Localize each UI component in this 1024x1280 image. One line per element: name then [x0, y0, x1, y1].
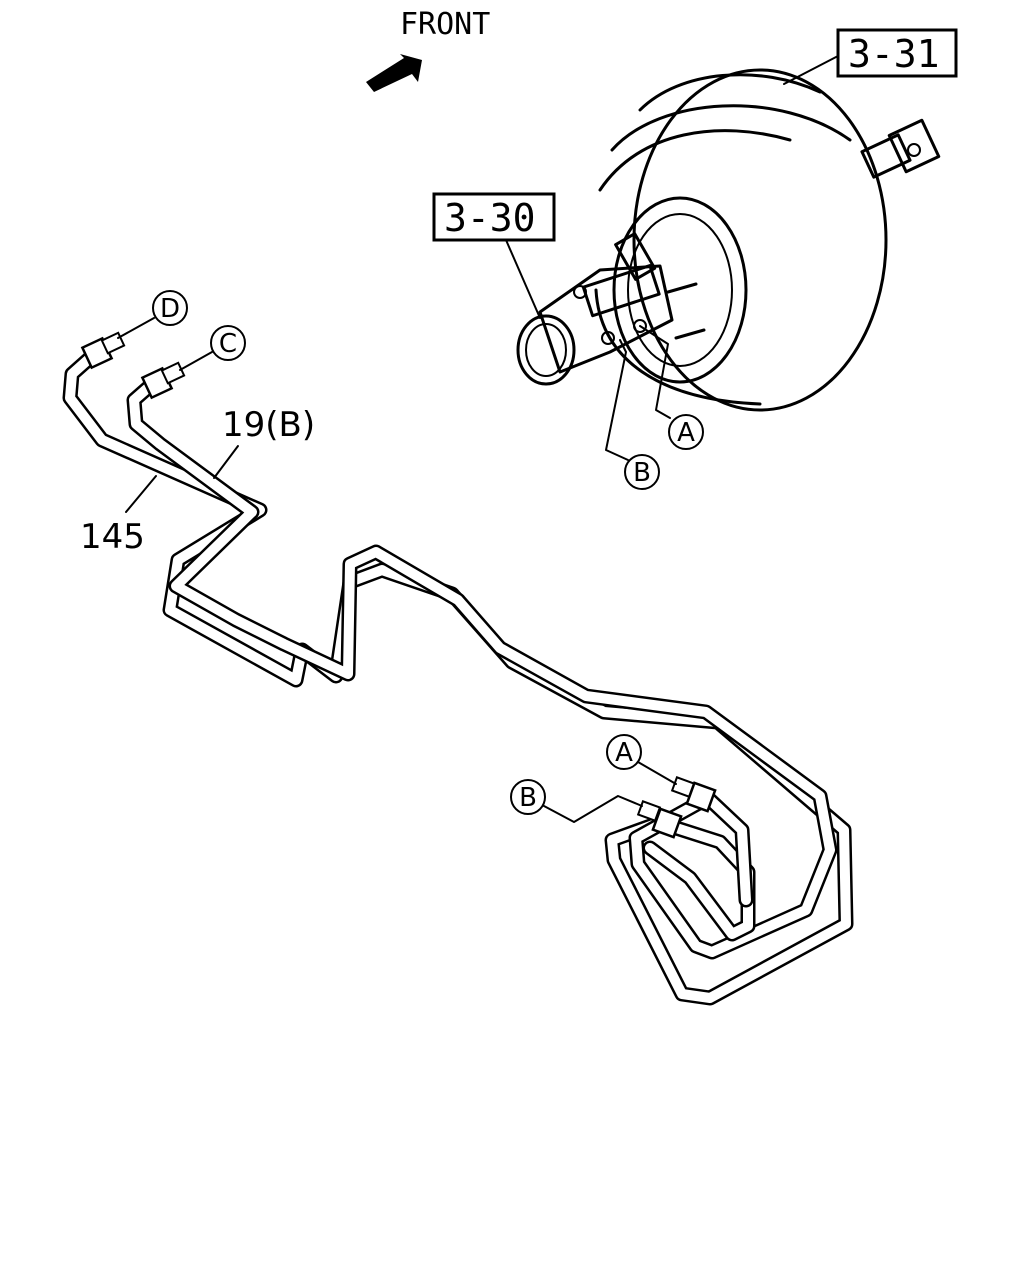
front-arrow-icon — [366, 54, 422, 92]
part-label-19b: 19(B) — [213, 405, 315, 479]
part-label-145: 145 — [80, 475, 157, 557]
ref-label-master-cylinder: 3-30 — [444, 196, 536, 240]
connection-label-b-top: B — [633, 458, 651, 488]
connection-b-bottom: B — [510, 779, 643, 823]
connection-d: D — [117, 290, 188, 339]
connection-label-a-top: A — [677, 418, 695, 448]
connection-label-a-bottom: A — [615, 738, 633, 768]
connection-b-top: B — [624, 454, 660, 490]
ref-box-master-cylinder: 3-30 — [432, 192, 556, 319]
connection-label-d: D — [160, 294, 180, 324]
connection-label-b-bottom: B — [519, 783, 537, 813]
ref-label-booster: 3-31 — [848, 32, 940, 76]
fittings — [80, 331, 717, 839]
brake-booster — [594, 68, 941, 412]
connection-c: C — [179, 325, 246, 371]
ref-box-booster: 3-31 — [783, 28, 958, 85]
brake-pipes — [62, 350, 854, 1006]
fitting-b — [636, 800, 683, 839]
master-cylinder — [516, 232, 674, 386]
connection-a-bottom: A — [606, 734, 677, 785]
front-label: FRONT — [400, 7, 490, 42]
part-number-145: 145 — [80, 517, 145, 557]
fitting-a — [670, 776, 717, 813]
fitting-c — [140, 361, 186, 400]
connection-label-c: C — [219, 329, 237, 359]
part-number-19b: 19(B) — [222, 405, 315, 445]
front-indicator: FRONT — [366, 7, 490, 92]
connection-a-top: A — [668, 414, 704, 450]
